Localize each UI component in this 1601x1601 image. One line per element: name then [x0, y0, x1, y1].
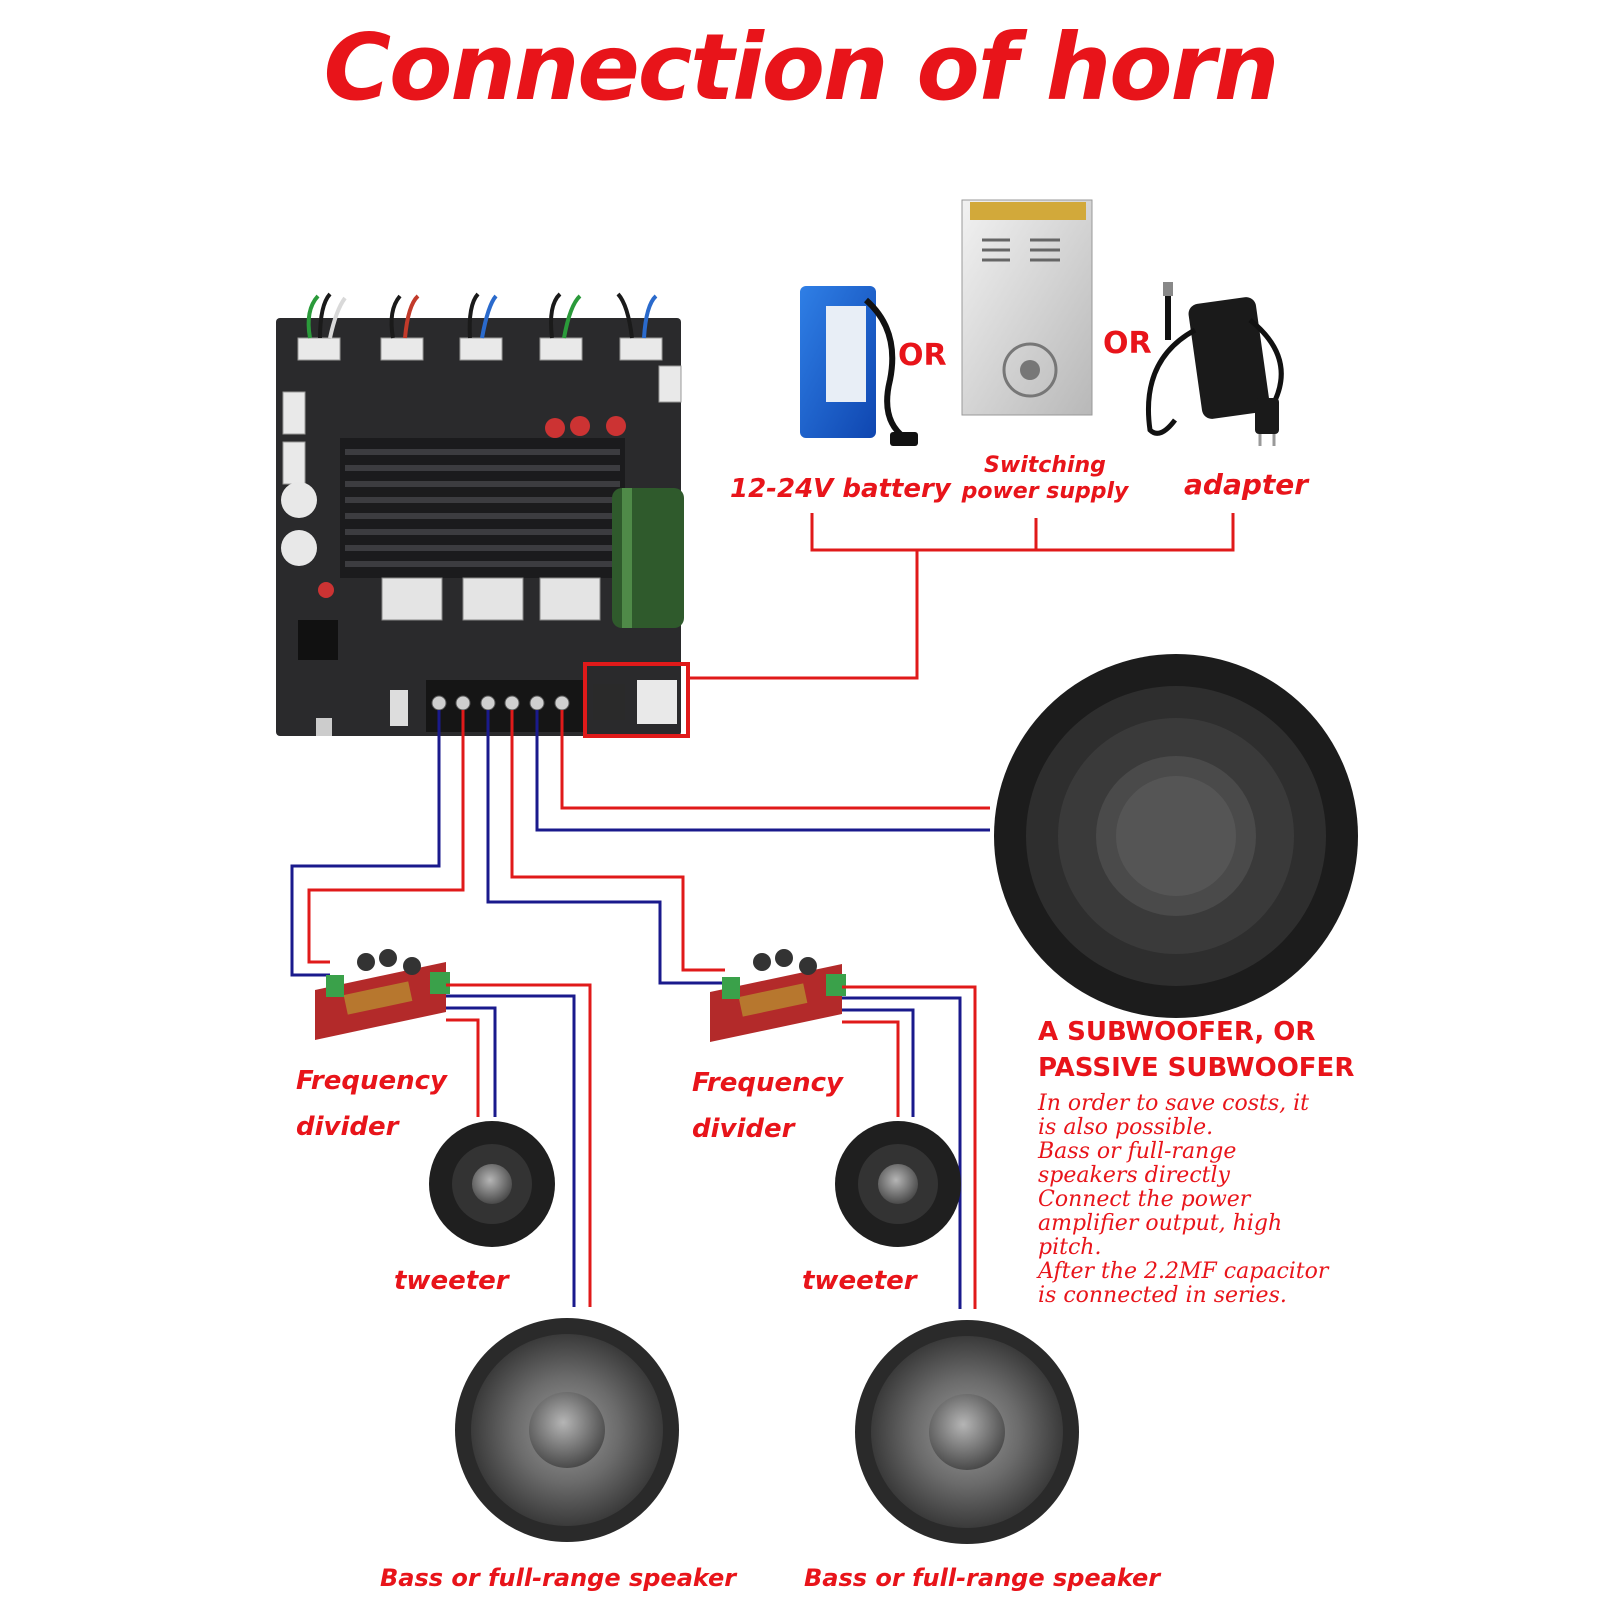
divider-label-2-line1: Frequency	[692, 1068, 843, 1098]
tweeter-label-1: tweeter	[394, 1266, 509, 1296]
divider-wiring	[290, 710, 725, 985]
subwoofer-note: A SUBWOOFER, OR PASSIVE SUBWOOFER In ord…	[1038, 1014, 1354, 1308]
divider-label-2: Frequency divider	[692, 1060, 843, 1152]
subwoofer-note-body: In order to save costs, it is also possi…	[1038, 1091, 1329, 1308]
battery-label: 12-24V battery	[730, 474, 951, 504]
divider-label-1: Frequency divider	[296, 1058, 447, 1150]
tweeter-image-1	[429, 1121, 555, 1247]
amplifier-board	[276, 292, 690, 738]
page-title: Connection of horn	[323, 14, 1280, 121]
subwoofer-note-heading-2: PASSIVE SUBWOOFER	[1038, 1053, 1355, 1083]
frequency-divider-image-1	[315, 949, 450, 1040]
battery-image	[800, 286, 918, 446]
or-label-1: OR	[898, 338, 947, 373]
subwoofer-wiring	[535, 710, 990, 832]
divider-label-1-line2: divider	[296, 1112, 399, 1142]
subwoofer-note-heading-1: A SUBWOOFER, OR	[1038, 1017, 1316, 1047]
psu-label: Switching power supply	[955, 453, 1135, 505]
adapter-image	[1145, 282, 1284, 446]
woofer-image-1	[455, 1318, 679, 1542]
woofer-label-2: Bass or full-range speaker	[804, 1564, 1161, 1592]
subwoofer-image	[994, 654, 1358, 1018]
or-label-2: OR	[1103, 326, 1152, 361]
tweeter-image-2	[835, 1121, 961, 1247]
switching-power-supply-image	[961, 199, 1093, 416]
adapter-label: adapter	[1184, 468, 1309, 501]
woofer-label-1: Bass or full-range speaker	[380, 1564, 737, 1592]
power-wiring	[688, 513, 1235, 680]
psu-label-line1: Switching	[984, 453, 1106, 478]
divider-label-2-line2: divider	[692, 1114, 795, 1144]
psu-label-line2: power supply	[961, 479, 1129, 504]
tweeter-label-2: tweeter	[802, 1266, 917, 1296]
divider-label-1-line1: Frequency	[296, 1066, 447, 1096]
woofer-image-2	[855, 1320, 1079, 1544]
speaker-wiring	[446, 983, 977, 1309]
frequency-divider-image-2	[710, 949, 846, 1042]
